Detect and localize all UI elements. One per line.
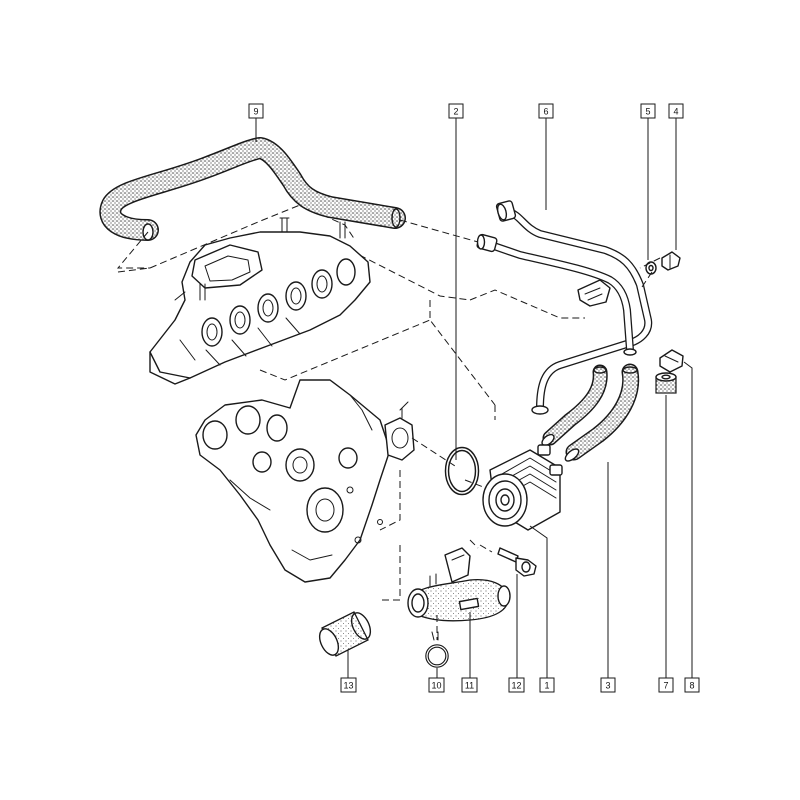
callout-9: 9 [248,103,264,119]
sleeve-13 [318,611,372,657]
callout-2: 2 [448,103,464,119]
assembly-lines [116,219,661,640]
oil-cooler-1 [482,444,563,531]
callout-7: 7 [658,677,674,693]
gasket-10 [425,631,449,668]
callout-label: 12 [511,681,521,691]
washer-5 [645,261,657,275]
callout-label: 2 [453,107,458,117]
engine-front-casting [195,379,415,583]
callout-label: 6 [543,107,548,117]
callout-label: 13 [343,681,353,691]
callout-1: 1 [539,677,555,693]
bolt-12 [497,547,537,577]
leader-lines [255,118,693,678]
intake-manifold [149,217,371,385]
callout-10: 10 [428,677,445,693]
callout-label: 3 [605,681,610,691]
callout-label: 7 [663,681,668,691]
o-ring-2 [444,446,480,496]
engine-block-outline [117,204,585,420]
callout-label: 9 [253,107,258,117]
water-outlet-11 [407,547,511,622]
callout-4: 4 [668,103,684,119]
collar-7 [655,372,677,394]
callout-8: 8 [684,677,700,693]
callout-label: 11 [465,681,474,691]
callout-13: 13 [340,677,357,693]
callout-5: 5 [640,103,656,119]
callout-label: 5 [645,107,650,117]
coolant-hose-3 [541,363,640,462]
bolt-4 [661,251,681,271]
callout-label: 4 [673,107,678,117]
coolant-pipe-6 [476,200,653,415]
callout-3: 3 [600,677,616,693]
callout-11: 11 [461,677,478,693]
coolant-hose-9 [99,137,406,241]
clip-8 [659,349,684,373]
callout-label: 8 [689,681,694,691]
callout-label: 10 [431,681,441,691]
callout-12: 12 [508,677,525,693]
callout-label: 1 [544,681,549,691]
callout-6: 6 [538,103,554,119]
